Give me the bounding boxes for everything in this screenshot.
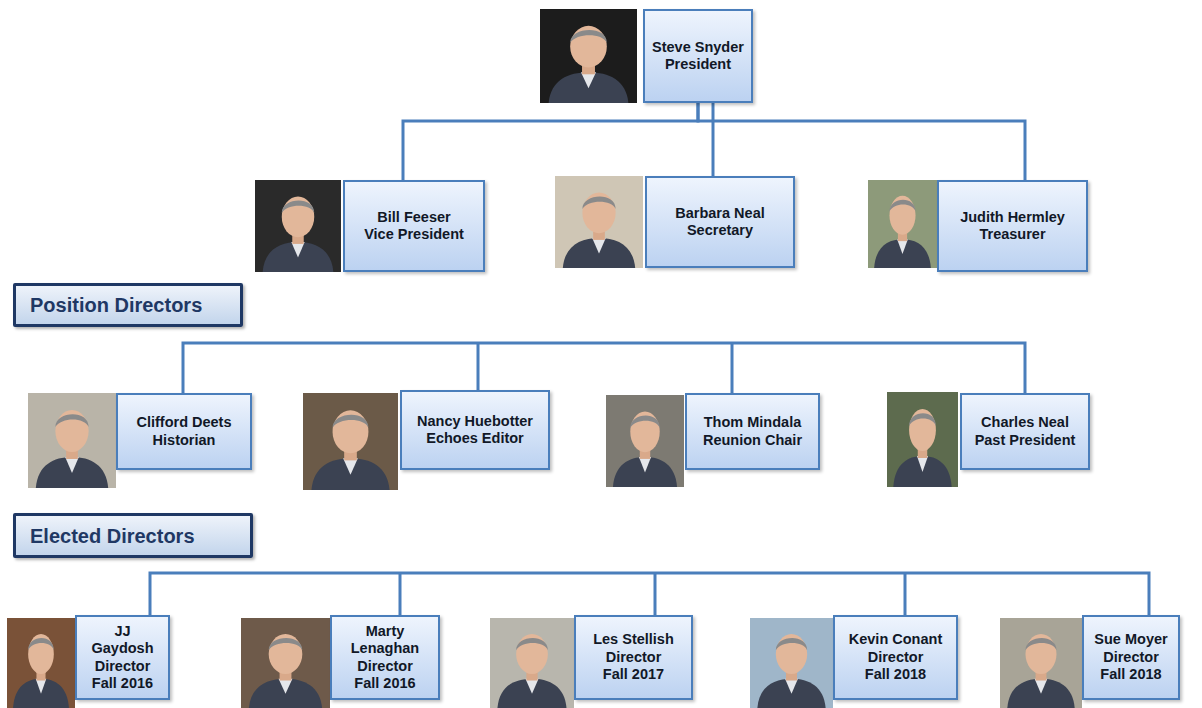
portrait-photo <box>28 393 116 488</box>
box-text: Director <box>1103 649 1159 666</box>
org-connector <box>403 103 698 180</box>
portrait-photo <box>241 618 330 708</box>
box-text: Fall 2018 <box>1100 666 1161 683</box>
box-text: Fall 2016 <box>354 675 415 692</box>
officer-box: Steve SnyderPresident <box>643 9 753 103</box>
org-connector <box>698 103 1025 180</box>
officer-box: Judith HermleyTreasurer <box>937 180 1088 272</box>
officer-box: Nancy HuebotterEchoes Editor <box>400 390 550 470</box>
box-text: Charles Neal <box>981 414 1069 431</box>
portrait-photo <box>1000 618 1082 708</box>
box-text: Director <box>868 649 924 666</box>
portrait-photo <box>887 392 958 487</box>
box-text: Bill Feeser <box>377 209 450 226</box>
portrait-photo <box>490 618 574 708</box>
box-text: Echoes Editor <box>426 430 524 447</box>
box-text: Clifford Deets <box>136 414 231 431</box>
box-text: Reunion Chair <box>703 432 802 449</box>
officer-box: Charles NealPast President <box>960 393 1090 470</box>
box-text: Les Stellish <box>593 631 674 648</box>
box-text: Director <box>357 658 413 675</box>
officer-box: Kevin ConantDirectorFall 2018 <box>833 615 958 700</box>
officer-box: Marty LenaghanDirectorFall 2016 <box>330 615 440 700</box>
box-text: JJ Gaydosh <box>83 623 162 658</box>
portrait-photo <box>606 395 684 487</box>
officer-box: Barbara NealSecretary <box>645 176 795 268</box>
portrait-photo <box>868 180 937 268</box>
box-text: Director <box>606 649 662 666</box>
box-text: Kevin Conant <box>849 631 942 648</box>
portrait-photo <box>750 618 833 708</box>
box-text: Secretary <box>687 222 753 239</box>
box-text: Fall 2018 <box>865 666 926 683</box>
box-text: Barbara Neal <box>675 205 764 222</box>
portrait-photo <box>255 180 341 272</box>
box-text: Fall 2017 <box>603 666 664 683</box>
box-text: Sue Moyer <box>1094 631 1167 648</box>
box-text: Director <box>95 658 151 675</box>
box-text: Nancy Huebotter <box>417 413 533 430</box>
portrait-photo <box>555 176 643 268</box>
box-text: Treasurer <box>979 226 1045 243</box>
box-text: Thom Mindala <box>704 414 801 431</box>
box-text: Marty Lenaghan <box>338 623 432 658</box>
box-text: Steve Snyder <box>652 39 744 56</box>
box-text: Past President <box>975 432 1076 449</box>
portrait-photo <box>7 618 75 708</box>
box-text: Vice President <box>364 226 464 243</box>
box-text: President <box>665 56 731 73</box>
officer-box: Sue MoyerDirectorFall 2018 <box>1082 615 1180 700</box>
box-text: Judith Hermley <box>960 209 1065 226</box>
officer-box: Bill FeeserVice President <box>343 180 485 272</box>
box-text: Fall 2016 <box>92 675 153 692</box>
portrait-photo <box>540 9 637 103</box>
section-title: Position Directors <box>30 293 202 317</box>
box-text: Historian <box>153 432 216 449</box>
section-header: Elected Directors <box>13 513 253 558</box>
section-title: Elected Directors <box>30 524 195 548</box>
portrait-photo <box>303 393 398 490</box>
officer-box: Les StellishDirectorFall 2017 <box>574 615 693 700</box>
org-connector <box>712 103 715 176</box>
section-header: Position Directors <box>13 283 243 327</box>
officer-box: JJ GaydoshDirectorFall 2016 <box>75 615 170 700</box>
officer-box: Thom MindalaReunion Chair <box>685 393 820 470</box>
officer-box: Clifford DeetsHistorian <box>116 393 252 470</box>
bracket-line <box>183 343 1025 393</box>
bracket-line <box>150 573 1149 615</box>
